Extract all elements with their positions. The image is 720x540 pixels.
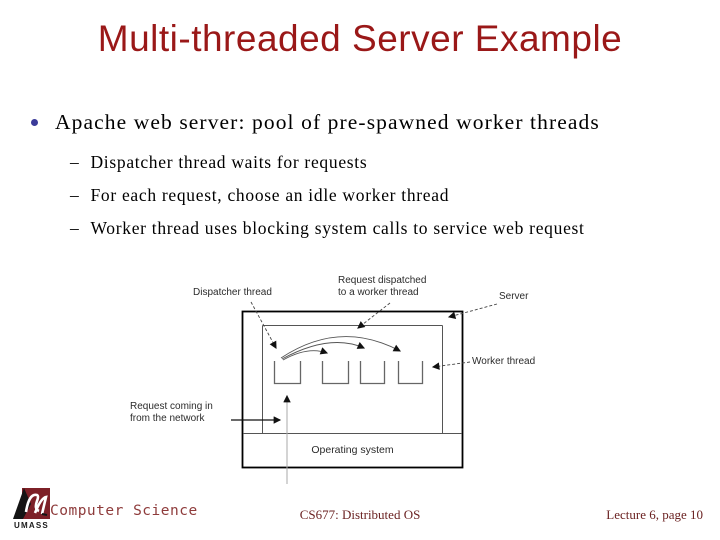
dash-marker: – (70, 218, 80, 238)
dispatch-arc (282, 347, 329, 361)
umass-logo (13, 488, 50, 519)
list-item: – For each request, choose an idle worke… (70, 181, 650, 210)
process-area (262, 325, 443, 433)
operating-system-label: Operating system (311, 444, 394, 456)
server-label: Server (499, 291, 529, 302)
incoming-request-label: Request coming in from the network (130, 401, 213, 424)
list-item: – Dispatcher thread waits for requests (70, 148, 650, 177)
dispatcher-leader (250, 301, 277, 349)
sub-bullet-text: Worker thread uses blocking system calls… (90, 218, 585, 238)
dispatch-arc (281, 341, 366, 360)
footer-page-number: Lecture 6, page 10 (606, 507, 703, 522)
server-leader (447, 303, 498, 319)
dispatch-arc (280, 336, 401, 359)
footer-department: Computer Science (50, 503, 198, 519)
request-dispatched-label: Request dispatched to a worker thread (338, 275, 427, 298)
worker-leader (431, 361, 471, 370)
dispatcher-thread-label: Dispatcher thread (193, 287, 272, 298)
thread-slot (273, 361, 302, 385)
sub-bullet-text: For each request, choose an idle worker … (90, 185, 450, 205)
bullet-dot-icon (31, 119, 38, 126)
umass-logo-caption: UMASS (14, 521, 49, 530)
thread-slot (359, 361, 386, 385)
dispatched-leader (357, 302, 391, 329)
thread-slot (397, 361, 424, 385)
thread-slot (321, 361, 350, 385)
main-bullet: Apache web server: pool of pre-spawned w… (30, 108, 702, 136)
server-box (241, 310, 464, 469)
sub-bullet-text: Dispatcher thread waits for requests (90, 152, 368, 172)
main-bullet-text: Apache web server: pool of pre-spawned w… (55, 110, 600, 134)
sub-bullet-list: – Dispatcher thread waits for requests –… (70, 148, 650, 247)
dash-marker: – (70, 152, 80, 172)
list-item: – Worker thread uses blocking system cal… (70, 214, 650, 243)
footer-course-title: CS677: Distributed OS (299, 507, 421, 522)
worker-thread-label: Worker thread (472, 356, 536, 367)
dash-marker: – (70, 185, 80, 205)
slide-title: Multi-threaded Server Example (97, 18, 623, 59)
